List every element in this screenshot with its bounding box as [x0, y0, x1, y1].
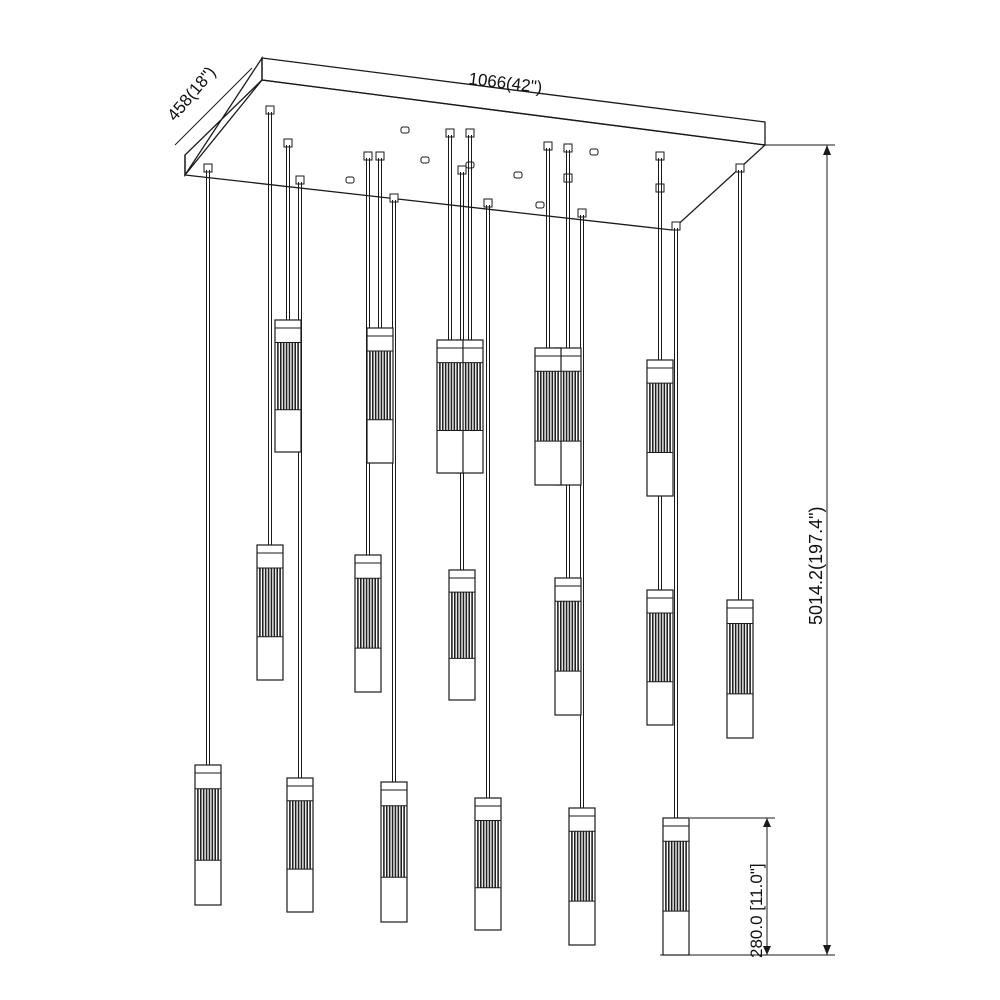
overall-height-label: 5014.2(197.4") [806, 507, 826, 625]
pendant-mount [655, 151, 665, 161]
pendant-shade [436, 339, 464, 474]
shade-height-label: 280.0 [11.0"] [747, 863, 766, 958]
pendant-ribbed-glass [727, 622, 753, 695]
canopy-screw-icon [535, 201, 545, 209]
pendant [474, 198, 502, 931]
pendant-mount [457, 165, 467, 175]
pendant-shade [726, 599, 754, 739]
pendant-mount [363, 151, 373, 161]
pendant [534, 141, 562, 486]
pendant-mount [465, 128, 475, 138]
pendant-shade [194, 764, 222, 906]
pendant-mount [283, 138, 293, 148]
pendant-ribbed-glass [367, 350, 393, 421]
pendant-shade [380, 781, 408, 923]
pendant-mount [483, 198, 493, 208]
pendant [662, 221, 690, 956]
pendant-shade [366, 327, 394, 464]
canopy-screw-icon [589, 148, 599, 156]
pendant-mount [375, 151, 385, 161]
pendant [194, 163, 222, 906]
pendant-shade [568, 807, 596, 946]
pendant-ribbed-glass [647, 612, 673, 683]
pendant-ribbed-glass [535, 370, 561, 442]
pendant-mount [543, 141, 553, 151]
pendant-ribbed-glass [663, 840, 689, 912]
pendant-ribbed-glass [381, 805, 407, 878]
pendant [256, 105, 284, 681]
pendant-ribbed-glass [475, 819, 501, 889]
pendant-shade [554, 577, 582, 716]
pendant-ribbed-glass [555, 600, 581, 672]
depth-dimension-label: 458(18") [164, 63, 220, 125]
pendant-shade [646, 359, 674, 497]
width-dimension-label: 1066(42") [468, 69, 544, 97]
pendant-mount [203, 163, 213, 173]
canopy-screw-icon [400, 126, 410, 134]
pendant [286, 175, 314, 913]
pendant-ribbed-glass [569, 830, 595, 902]
pendant [568, 208, 596, 946]
pendant-mount [735, 163, 745, 173]
pendant-shade [286, 777, 314, 913]
pendant-mount [563, 143, 573, 153]
pendant-mount [655, 183, 665, 193]
pendant-shade [646, 589, 674, 726]
pendant-ribbed-glass [195, 788, 221, 861]
pendant-ribbed-glass [449, 591, 475, 659]
pendant-shade [474, 797, 502, 931]
pendant [646, 151, 674, 497]
pendant [448, 165, 476, 701]
canopy-screw-icon [420, 156, 430, 164]
pendant-mount [563, 173, 573, 183]
pendant-ribbed-glass [647, 382, 673, 453]
canopy-screw-icon [513, 171, 523, 179]
pendant-mount [295, 175, 305, 185]
pendant-ribbed-glass [437, 362, 463, 431]
pendant-mount [445, 128, 455, 138]
pendant-mount [389, 193, 399, 203]
pendant [366, 151, 394, 464]
pendant-shade [534, 347, 562, 486]
pendant-mount [265, 105, 275, 115]
pendant-shade [448, 569, 476, 701]
pendant-ribbed-glass [275, 341, 301, 411]
width-dimension: 1066(42") [468, 69, 544, 97]
pendant-mount [671, 221, 681, 231]
pendant [380, 193, 408, 923]
pendant [436, 128, 464, 474]
canopy-screw-icon [465, 161, 475, 169]
pendant-shade [274, 319, 302, 453]
pendant-ribbed-glass [257, 567, 283, 638]
canopy-screw-icon [345, 176, 355, 184]
pendant-shade [256, 544, 284, 681]
pendant-shade [662, 817, 690, 956]
pendant-shade [354, 554, 382, 693]
shade-height-dimension: 280.0 [11.0"] [690, 817, 775, 958]
pendant [726, 163, 754, 739]
pendant-ribbed-glass [287, 800, 313, 870]
pendant-mount [577, 208, 587, 218]
pendant [274, 138, 302, 453]
pendant-group [194, 105, 754, 956]
overall-height-dimension: 5014.2(197.4") [660, 144, 835, 956]
pendant-ribbed-glass [355, 577, 381, 649]
